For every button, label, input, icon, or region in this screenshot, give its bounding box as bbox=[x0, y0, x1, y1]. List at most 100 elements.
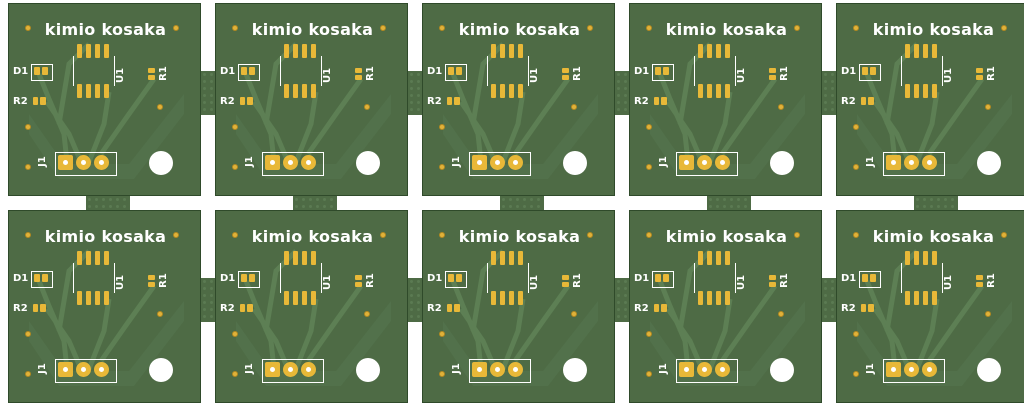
via bbox=[232, 164, 238, 170]
j1-pin-drill bbox=[288, 367, 293, 372]
mouse-bite-hole bbox=[624, 308, 627, 311]
mouse-bite-hole bbox=[203, 308, 206, 311]
u1-pad-top bbox=[284, 44, 289, 58]
r2-pad bbox=[654, 97, 659, 105]
ground-pour bbox=[857, 94, 1012, 179]
mouse-bite-hole bbox=[530, 198, 533, 201]
label-u1: U1 bbox=[943, 67, 955, 84]
via bbox=[794, 232, 800, 238]
mouse-bite-hole bbox=[95, 205, 98, 208]
label-r2: R2 bbox=[13, 96, 28, 107]
j1-pin-drill bbox=[702, 367, 707, 372]
mouse-bite-hole bbox=[309, 205, 312, 208]
u1-pad-bottom bbox=[707, 84, 712, 98]
u1-pad-bottom bbox=[491, 84, 496, 98]
d1-pad bbox=[456, 67, 462, 75]
u1-pad-top bbox=[500, 251, 505, 265]
u1-pad-top bbox=[914, 251, 919, 265]
u1-pad-bottom bbox=[86, 84, 91, 98]
mouse-bite-hole bbox=[417, 315, 420, 318]
mouse-bite-hole bbox=[831, 108, 834, 111]
label-r2: R2 bbox=[220, 303, 235, 314]
copper-trace bbox=[677, 42, 712, 125]
mouse-bite-hole bbox=[617, 308, 620, 311]
label-r2: R2 bbox=[427, 303, 442, 314]
r1-pad bbox=[148, 68, 155, 73]
copper-trace bbox=[914, 298, 940, 370]
mouse-bite-hole bbox=[617, 80, 620, 83]
copper-trace bbox=[500, 91, 526, 163]
u1-pad-top bbox=[932, 251, 937, 265]
u1-pad-bottom bbox=[932, 291, 937, 305]
mouse-bite-hole bbox=[617, 315, 620, 318]
d1-pad bbox=[663, 274, 669, 282]
u1-pad-bottom bbox=[698, 291, 703, 305]
mouse-bite-hole bbox=[537, 205, 540, 208]
copper-trace bbox=[470, 42, 505, 125]
mouse-bite-hole bbox=[210, 108, 213, 111]
d1-outline bbox=[445, 64, 467, 81]
j1-pin-drill bbox=[306, 160, 311, 165]
mouse-bite-hole bbox=[410, 80, 413, 83]
u1-pad-bottom bbox=[725, 84, 730, 98]
j1-pin-drill bbox=[270, 160, 275, 165]
mouse-bite-hole bbox=[831, 280, 834, 283]
mounting-hole bbox=[149, 358, 173, 382]
copper-trace bbox=[305, 284, 364, 363]
mouse-bite-hole bbox=[824, 73, 827, 76]
via bbox=[173, 25, 179, 31]
mouse-bite-hole bbox=[617, 294, 620, 297]
r2-pad bbox=[40, 97, 46, 105]
u1-pad-bottom bbox=[95, 291, 100, 305]
mounting-hole bbox=[770, 151, 794, 175]
via bbox=[985, 104, 991, 110]
ground-pour bbox=[236, 94, 391, 179]
label-u1: U1 bbox=[322, 274, 334, 291]
d1-pad bbox=[456, 274, 462, 282]
board-silkscreen-title: kimio kosaka bbox=[872, 227, 995, 246]
ground-pour bbox=[29, 94, 184, 179]
mouse-bite-hole bbox=[309, 198, 312, 201]
via bbox=[232, 331, 238, 337]
label-r1: R1 bbox=[985, 273, 997, 288]
mouse-bite-hole bbox=[302, 205, 305, 208]
mouse-bite-hole bbox=[951, 198, 954, 201]
u1-pad-bottom bbox=[707, 291, 712, 305]
mouse-bite-hole bbox=[916, 205, 919, 208]
j1-outline bbox=[55, 359, 117, 383]
r1-pad bbox=[355, 275, 362, 280]
j1-pin-drill bbox=[927, 367, 932, 372]
label-d1: D1 bbox=[13, 273, 29, 284]
via bbox=[853, 371, 859, 377]
mouse-bite-hole bbox=[410, 73, 413, 76]
u1-outline bbox=[901, 56, 943, 86]
mouse-bite-hole bbox=[624, 294, 627, 297]
u1-pad-bottom bbox=[284, 291, 289, 305]
u1-pad-bottom bbox=[284, 84, 289, 98]
u1-pad-bottom bbox=[302, 84, 307, 98]
mouse-bite-hole bbox=[516, 205, 519, 208]
via bbox=[173, 232, 179, 238]
via bbox=[25, 124, 31, 130]
u1-pad-top bbox=[923, 251, 928, 265]
u1-pad-top bbox=[509, 251, 514, 265]
u1-pad-bottom bbox=[905, 291, 910, 305]
label-r1: R1 bbox=[157, 273, 169, 288]
d1-outline bbox=[238, 271, 260, 288]
label-j1: J1 bbox=[657, 363, 669, 374]
mouse-bite-hole bbox=[302, 198, 305, 201]
via bbox=[25, 232, 31, 238]
mouse-bite-hole bbox=[624, 301, 627, 304]
copper-trace bbox=[677, 249, 712, 332]
mouse-bite-hole bbox=[530, 205, 533, 208]
mouse-bite-hole bbox=[831, 294, 834, 297]
copper-trace bbox=[707, 298, 733, 370]
board-silkscreen-title: kimio kosaka bbox=[665, 227, 788, 246]
mouse-bite-hole bbox=[831, 301, 834, 304]
mouse-bite-hole bbox=[417, 280, 420, 283]
ground-pour bbox=[29, 301, 184, 386]
